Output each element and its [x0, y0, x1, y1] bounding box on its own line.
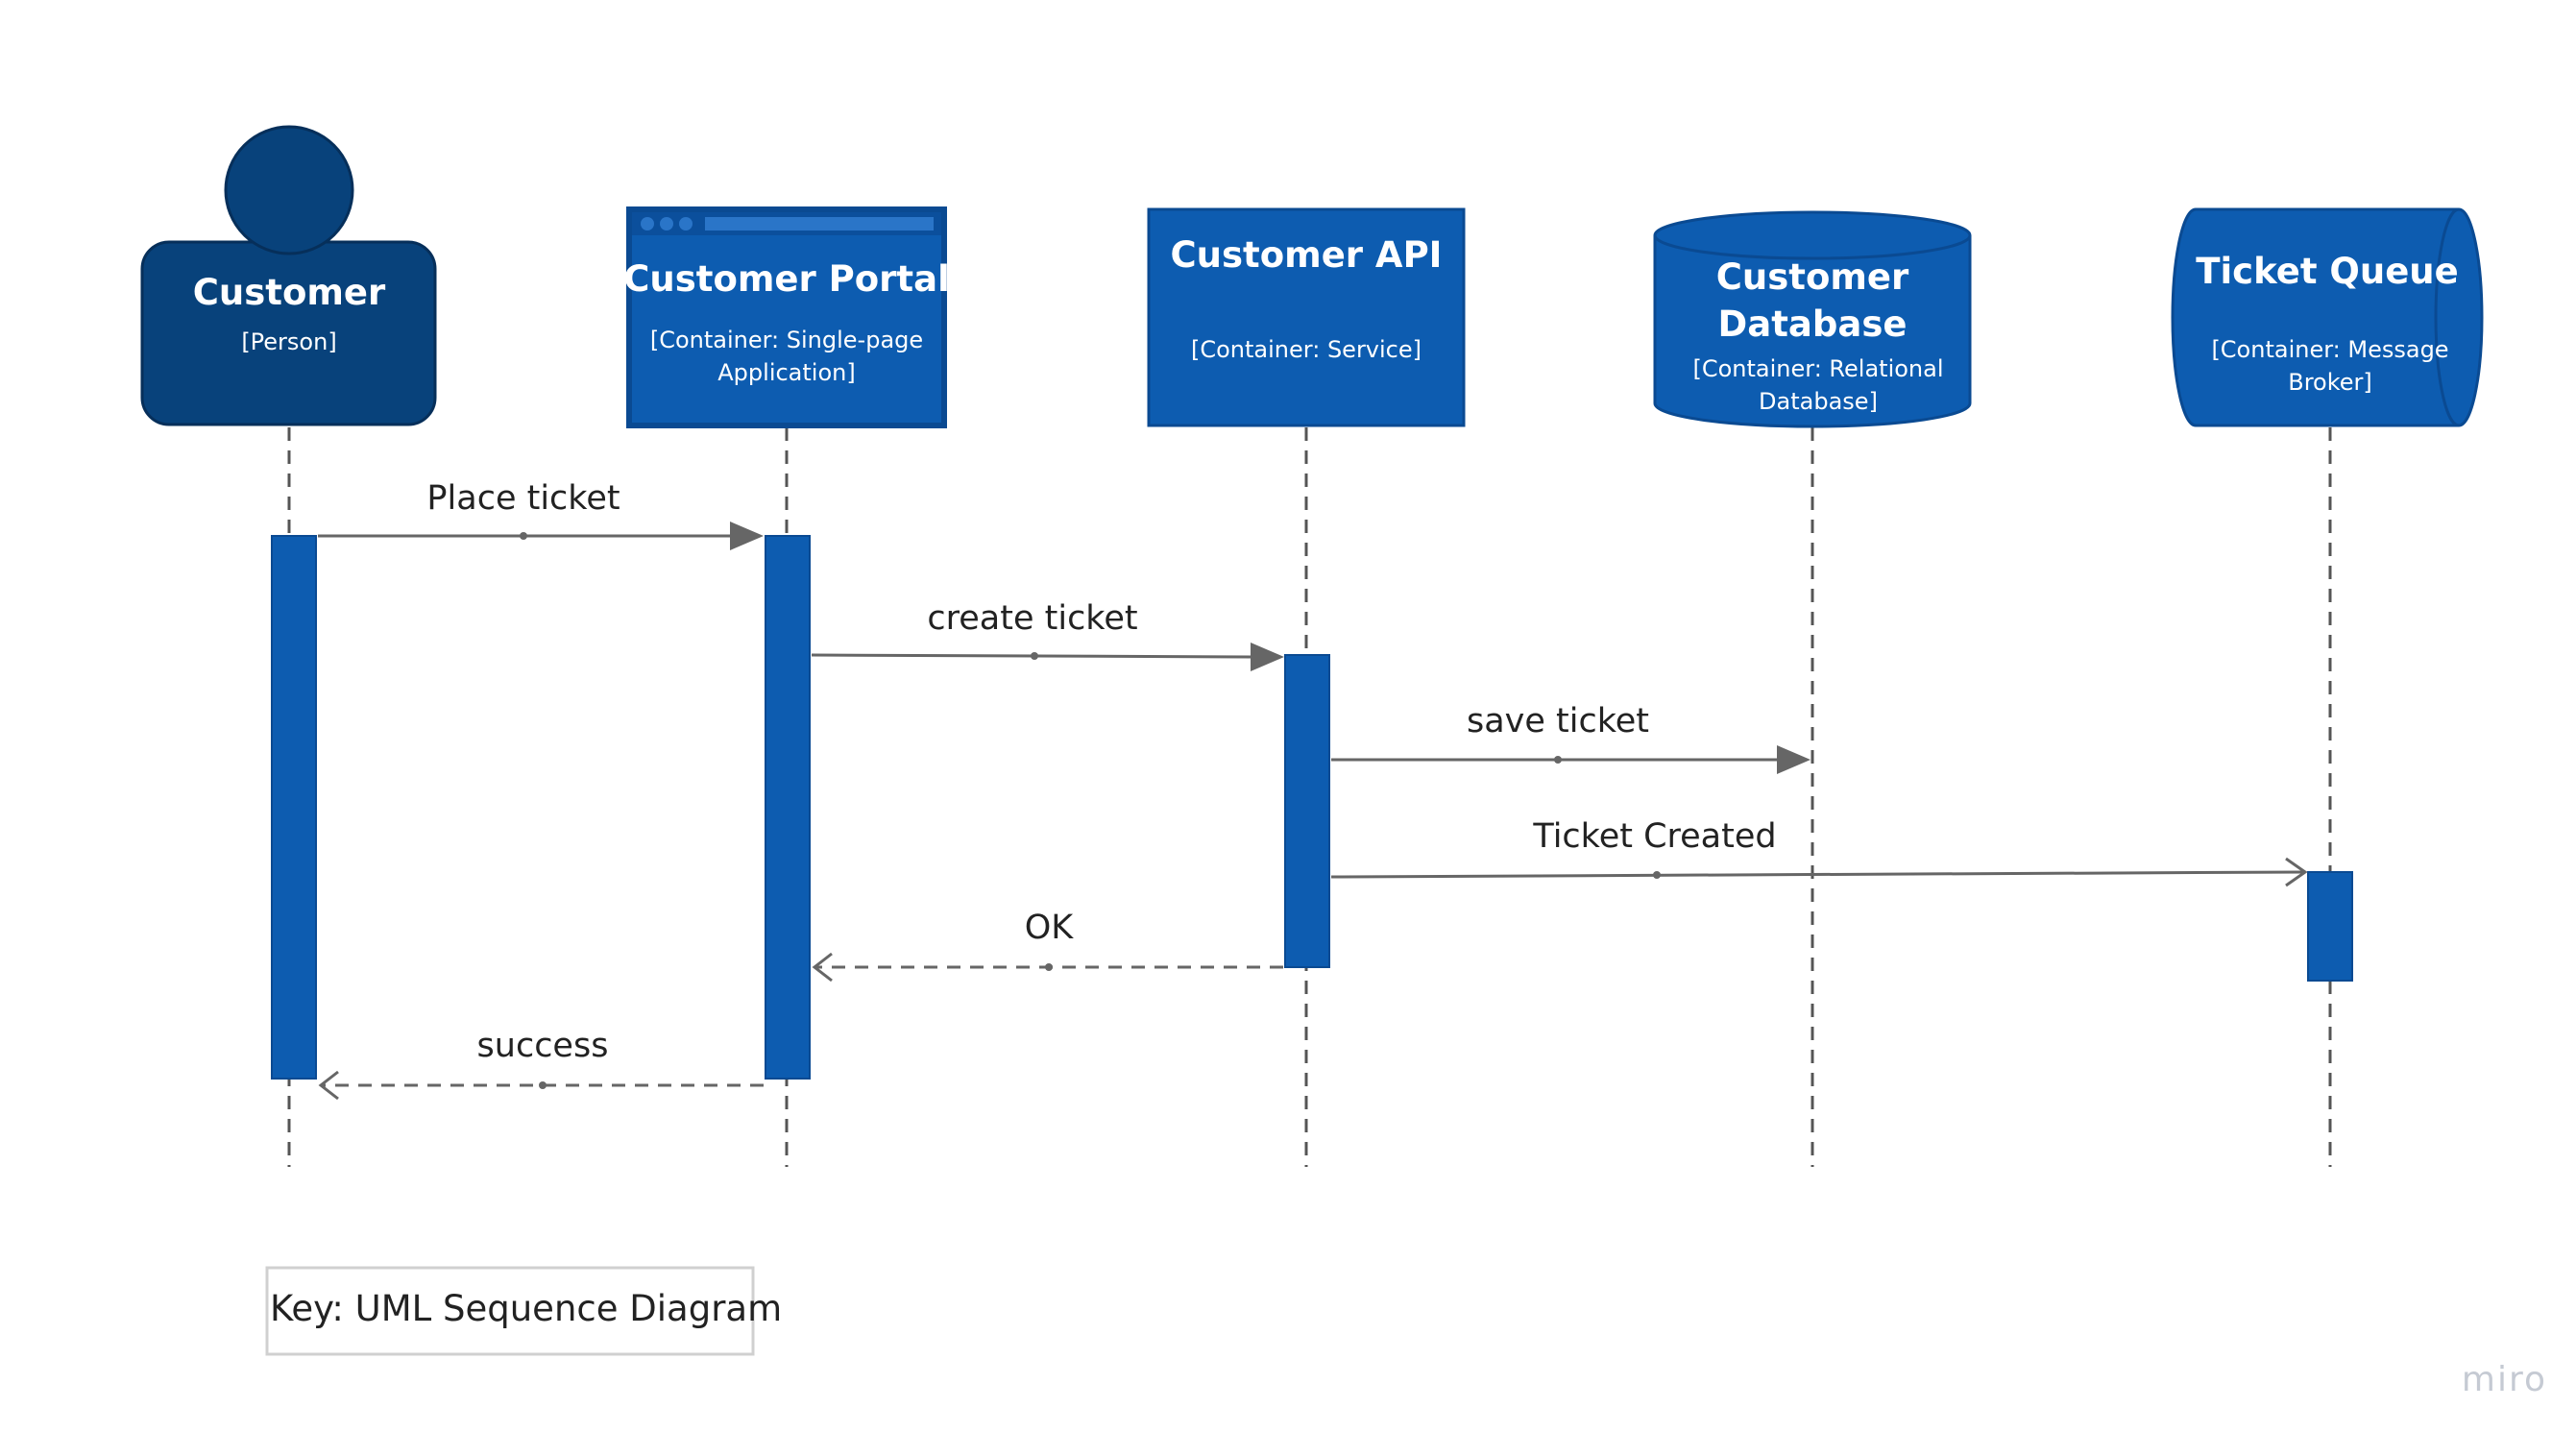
browser-window — [626, 206, 947, 428]
message-ticket-created[interactable]: Ticket Created — [1330, 817, 2308, 887]
participant-subtitle: [Container: Message — [2211, 336, 2448, 363]
message-label: save ticket — [1467, 702, 1649, 740]
participant-subtitle: Database] — [1759, 388, 1878, 415]
participant-portal[interactable]: Customer Portal [Container: Single-page … — [623, 206, 950, 428]
activation-bars — [271, 535, 2353, 1080]
arrowhead-filled-icon — [730, 522, 764, 550]
message-midpoint — [520, 532, 527, 540]
participant-title: Customer API — [1171, 234, 1443, 276]
queue-cylinder-icon — [2171, 207, 2484, 427]
participant-title: Customer — [193, 272, 386, 313]
arrowhead-open-icon — [812, 952, 833, 983]
arrowhead-filled-icon — [1251, 643, 1284, 671]
diagram-key: Key: UML Sequence Diagram — [265, 1266, 782, 1356]
browser-dot-icon — [679, 217, 693, 231]
message-label: success — [477, 1027, 609, 1065]
arrowhead-filled-icon — [1777, 745, 1810, 774]
message-create-ticket[interactable]: create ticket — [811, 599, 1284, 671]
message-label: create ticket — [927, 599, 1137, 638]
participant-subtitle: Application] — [717, 359, 855, 386]
person-head-icon — [224, 125, 354, 255]
browser-dot-icon — [660, 217, 673, 231]
database-cylinder-icon — [1653, 210, 1972, 428]
message-midpoint — [1653, 871, 1661, 879]
participant-title: Database — [1718, 303, 1908, 345]
participant-subtitle: Broker] — [2288, 369, 2372, 396]
participant-subtitle: [Container: Relational — [1692, 355, 1943, 382]
participant-subtitle: [Container: Service] — [1191, 336, 1422, 363]
database-cylinder-rim — [1653, 234, 1972, 260]
messages: Place ticket create ticket save ticket T… — [318, 479, 2308, 1101]
message-success[interactable]: success — [318, 1027, 764, 1101]
participant-title: Customer — [1716, 256, 1909, 298]
message-ok[interactable]: OK — [812, 909, 1283, 983]
activation-bar-queue — [2307, 871, 2353, 982]
activation-bar-customer — [271, 535, 317, 1080]
message-midpoint — [1045, 963, 1053, 971]
arrowhead-open-icon — [318, 1070, 339, 1101]
participant-customer[interactable]: Customer [Person] — [140, 125, 437, 426]
message-line — [1330, 870, 2306, 879]
message-label: OK — [1025, 909, 1075, 947]
activation-bar-api — [1284, 654, 1330, 968]
key-box — [265, 1266, 755, 1356]
message-midpoint — [1554, 756, 1562, 764]
message-save-ticket[interactable]: save ticket — [1331, 702, 1810, 774]
message-place-ticket[interactable]: Place ticket — [318, 479, 764, 550]
key-label: Key: UML Sequence Diagram — [270, 1288, 782, 1329]
miro-logo: miro — [2462, 1360, 2547, 1399]
participant-title: Customer Portal — [623, 258, 950, 300]
participant-subtitle: [Person] — [241, 328, 336, 355]
message-label: Place ticket — [426, 479, 620, 518]
service-box — [1147, 207, 1466, 427]
queue-cylinder-rim — [2434, 207, 2460, 427]
message-label: Ticket Created — [1532, 817, 1776, 856]
browser-address-bar — [705, 217, 934, 231]
activation-bar-portal — [765, 535, 811, 1080]
browser-dot-icon — [641, 217, 654, 231]
participant-subtitle: [Container: Single-page — [650, 327, 923, 353]
arrowhead-open-icon — [2285, 857, 2308, 887]
participant-database[interactable]: Customer Database [Container: Relational… — [1653, 210, 1972, 428]
participant-title: Ticket Queue — [2196, 251, 2458, 292]
participant-queue[interactable]: Ticket Queue [Container: Message Broker] — [2171, 207, 2484, 427]
message-midpoint — [539, 1081, 547, 1089]
participant-api[interactable]: Customer API [Container: Service] — [1147, 207, 1466, 427]
message-midpoint — [1031, 652, 1038, 660]
